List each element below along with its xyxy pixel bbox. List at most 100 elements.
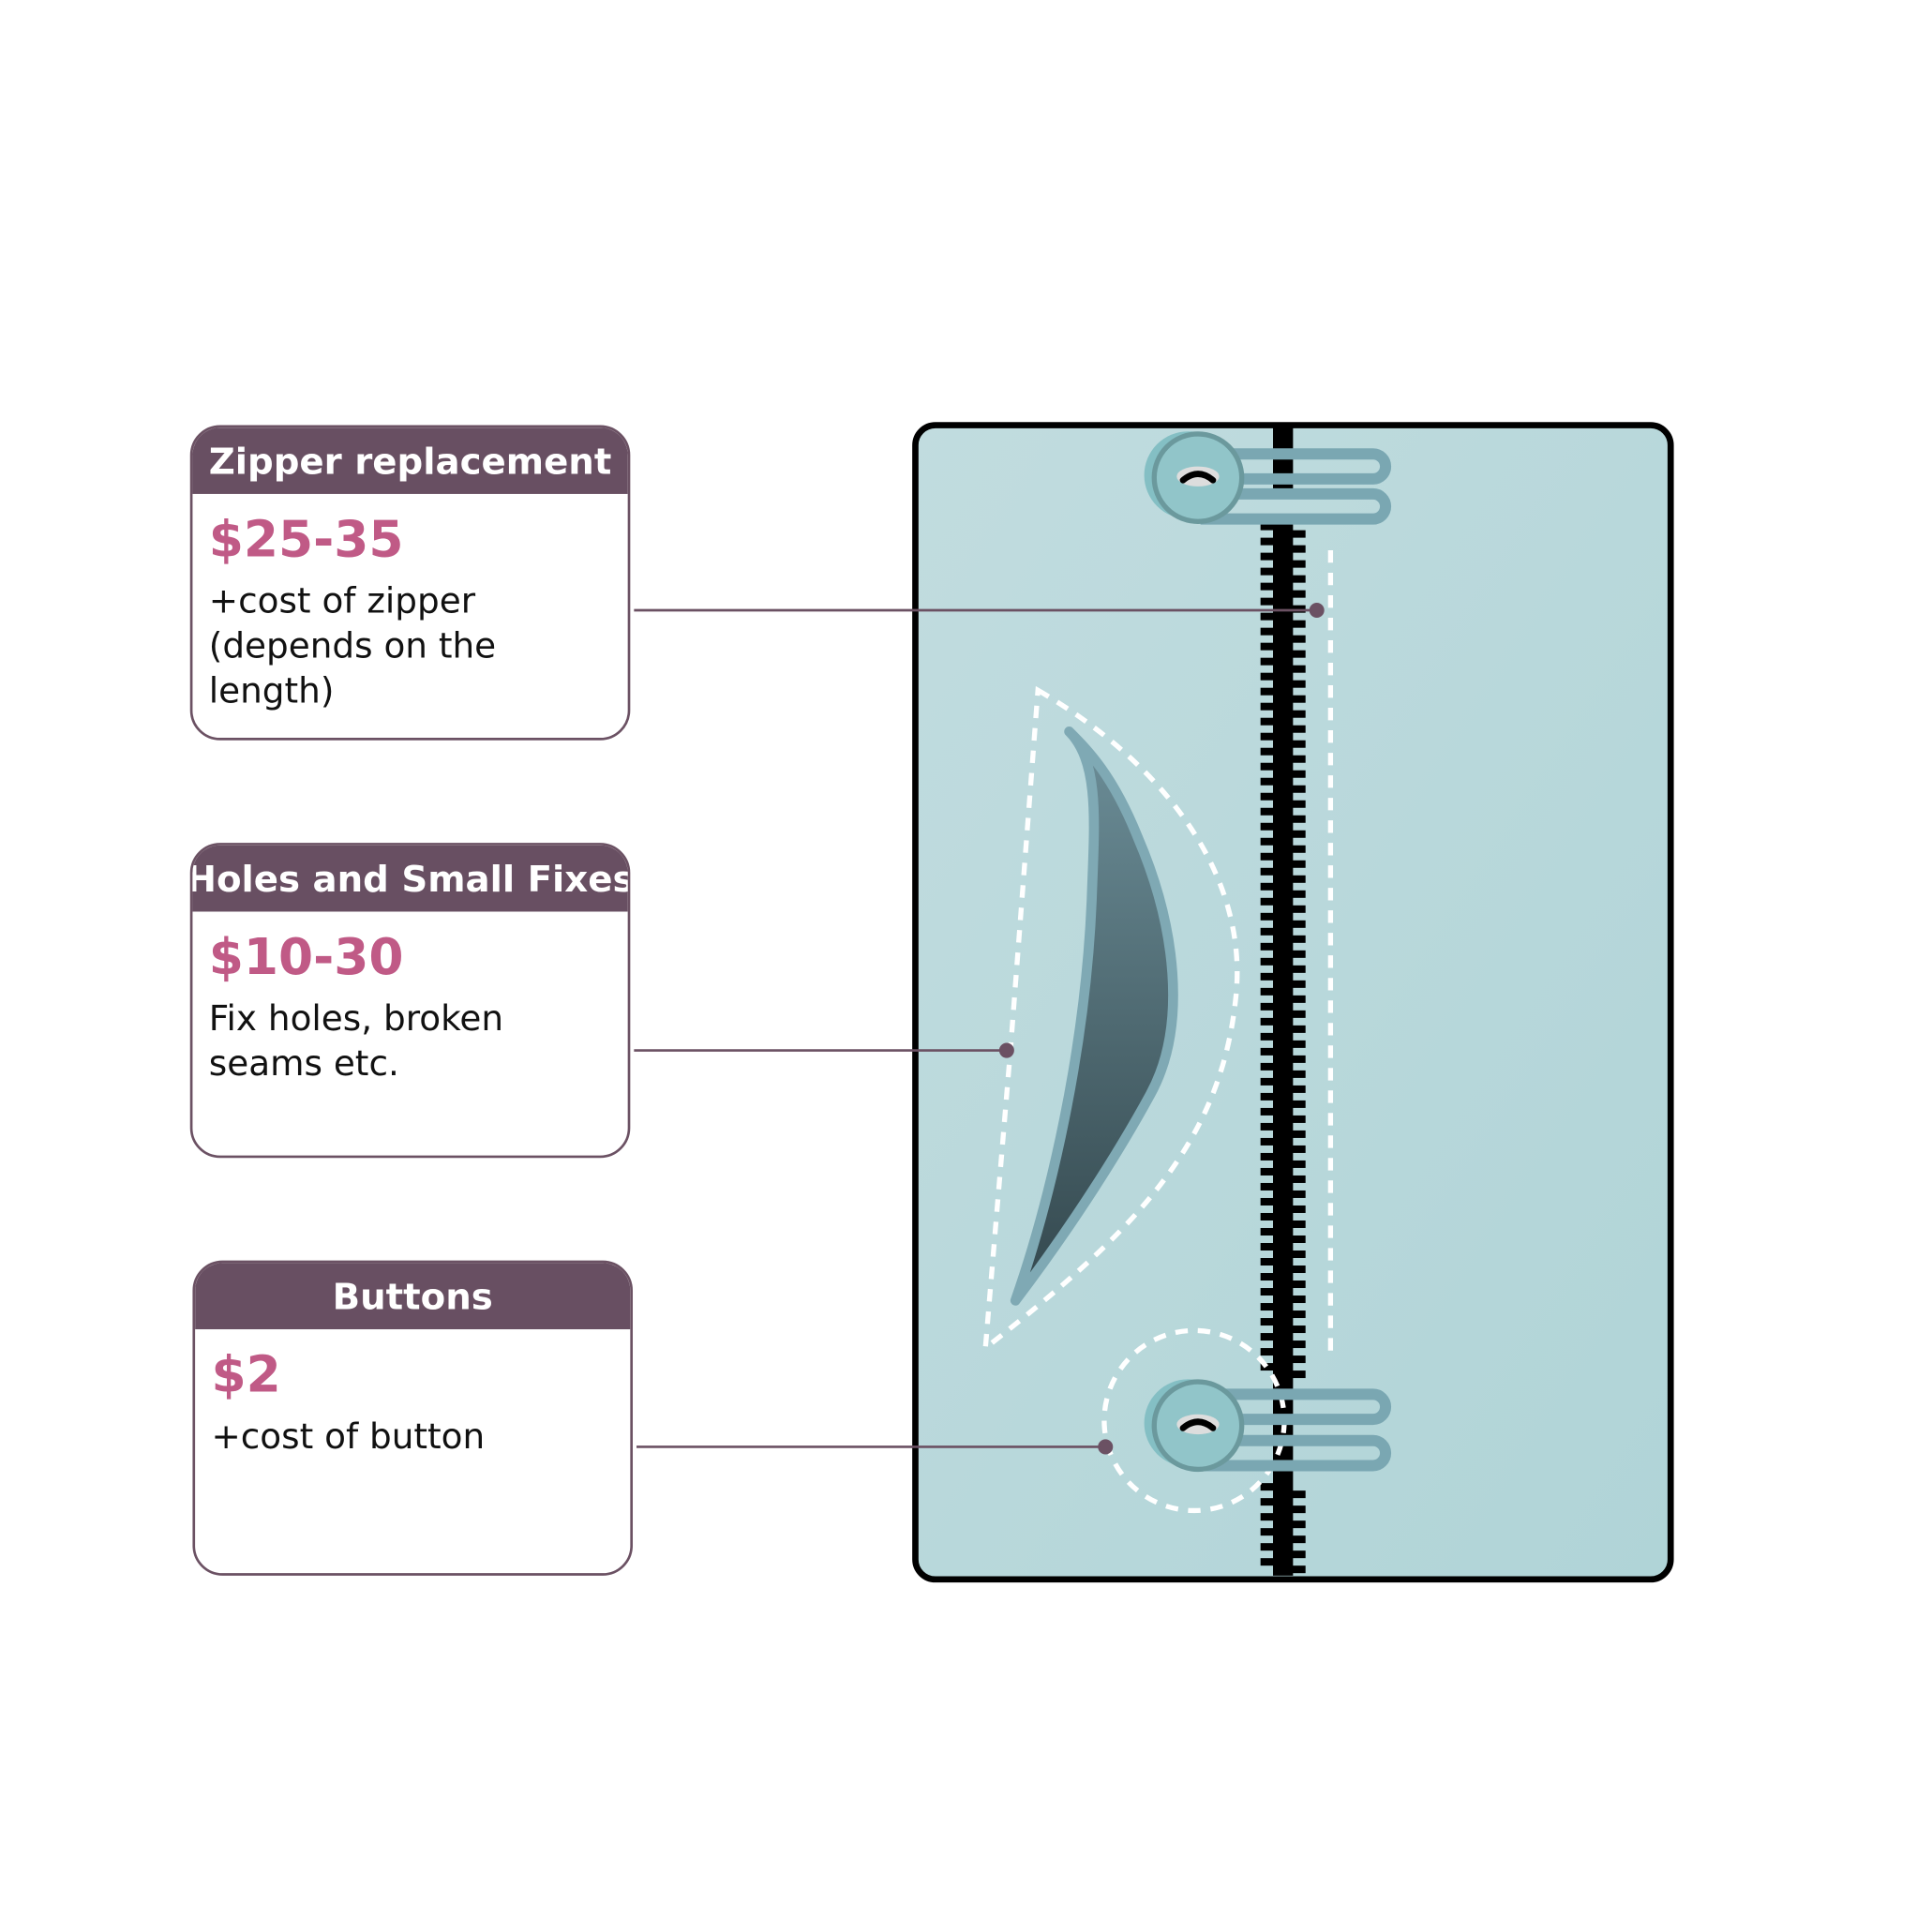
zipper-tooth <box>1260 1107 1275 1116</box>
zipper-tooth <box>1260 612 1275 621</box>
zipper-tooth <box>1260 1092 1275 1101</box>
zipper-tooth <box>1260 1137 1275 1146</box>
card-description: Fix holes, broken seams etc. <box>208 997 504 1085</box>
zipper-tooth <box>1292 1340 1306 1349</box>
zipper-tooth <box>1260 657 1275 666</box>
zipper-tooth <box>1292 1325 1306 1334</box>
zipper-tooth <box>1292 1145 1306 1153</box>
zipper-tape <box>1273 518 1294 1576</box>
zipper-tooth <box>1292 1505 1306 1514</box>
zipper-tooth <box>1260 672 1275 681</box>
zipper-tooth <box>1292 920 1306 928</box>
zipper-tooth <box>1260 1543 1275 1551</box>
zipper-tooth <box>1292 725 1306 733</box>
zipper-tooth <box>1260 762 1275 771</box>
zipper-tooth <box>1260 1032 1275 1041</box>
zipper-tooth <box>1260 1318 1275 1326</box>
zipper-tooth <box>1292 1055 1306 1063</box>
zipper-tooth <box>1292 950 1306 958</box>
zipper-tooth <box>1292 785 1306 793</box>
zipper-tooth <box>1260 1528 1275 1536</box>
card-title: Buttons <box>195 1263 631 1330</box>
zipper-tooth <box>1292 530 1306 538</box>
zipper-tooth <box>1260 897 1275 906</box>
zipper-tooth <box>1292 1040 1306 1048</box>
zipper-tooth <box>1292 800 1306 808</box>
zipper-tooth <box>1260 1258 1275 1266</box>
zipper-tooth <box>1292 575 1306 583</box>
zipper-tooth <box>1292 1281 1306 1289</box>
zipper-tooth <box>1292 635 1306 643</box>
zipper-tooth <box>1260 1513 1275 1521</box>
zipper-tooth <box>1292 1355 1306 1364</box>
zipper-tooth <box>1292 845 1306 853</box>
zipper-tooth <box>1260 837 1275 846</box>
zipper-tooth <box>1292 890 1306 898</box>
zipper-tooth <box>1292 650 1306 658</box>
zipper-tooth <box>1260 1122 1275 1131</box>
zipper-tooth <box>1292 830 1306 838</box>
zipper-tooth <box>1292 1010 1306 1018</box>
zipper-tooth <box>1260 852 1275 861</box>
zipper-tooth <box>1260 972 1275 981</box>
zipper-tooth <box>1260 987 1275 996</box>
zipper-tooth <box>1292 1115 1306 1123</box>
zipper-tooth <box>1260 1152 1275 1161</box>
zipper-tooth <box>1260 777 1275 786</box>
card-buttons: Buttons $2 +cost of button <box>192 1260 634 1576</box>
zipper-tooth <box>1260 687 1275 696</box>
zipper-tooth <box>1260 1167 1275 1176</box>
zipper-tooth <box>1292 1295 1306 1304</box>
zipper-tooth <box>1260 732 1275 741</box>
zipper-tooth <box>1292 860 1306 868</box>
zipper-tooth <box>1292 1085 1306 1093</box>
zipper-tooth <box>1260 627 1275 636</box>
card-description: +cost of zipper (depends on the length) <box>208 579 497 712</box>
zipper-tooth <box>1292 980 1306 988</box>
zipper-tooth <box>1260 927 1275 936</box>
zipper-tooth <box>1292 875 1306 883</box>
zipper-tooth <box>1292 545 1306 553</box>
zipper-tooth <box>1292 770 1306 778</box>
zipper-tooth <box>1292 815 1306 823</box>
card-zipper-replacement: Zipper replacement $25-35 +cost of zippe… <box>189 425 631 741</box>
bottom-button-icon <box>1144 1379 1392 1473</box>
zipper-tooth <box>1292 1310 1306 1319</box>
zipper-tooth <box>1260 717 1275 726</box>
zipper-tooth <box>1292 1130 1306 1138</box>
zipper-tooth <box>1292 710 1306 718</box>
zipper-tooth <box>1260 1303 1275 1311</box>
zipper-tooth <box>1260 1212 1275 1221</box>
zipper-tooth <box>1260 1197 1275 1206</box>
card-price: $10-30 <box>208 929 404 987</box>
zipper-tooth <box>1260 882 1275 891</box>
zipper-tooth <box>1260 1077 1275 1086</box>
zipper-tooth <box>1292 680 1306 688</box>
zipper-tooth <box>1260 822 1275 831</box>
zipper-tooth <box>1260 1558 1275 1566</box>
zipper-tooth <box>1260 807 1275 816</box>
zipper-tooth <box>1260 957 1275 966</box>
zipper-tooth <box>1292 1160 1306 1168</box>
hole <box>1010 726 1178 1306</box>
zipper-tooth <box>1260 1017 1275 1026</box>
zipper-tooth <box>1292 1025 1306 1033</box>
zipper-tooth <box>1260 522 1275 531</box>
card-price: $2 <box>211 1346 281 1405</box>
zipper-tooth <box>1292 605 1306 613</box>
zipper-tooth <box>1260 1047 1275 1056</box>
zipper-tooth <box>1292 620 1306 628</box>
zipper-tooth <box>1260 1288 1275 1296</box>
zipper-tooth <box>1292 1100 1306 1108</box>
zipper-tooth <box>1260 792 1275 801</box>
zipper-tooth <box>1292 1205 1306 1213</box>
zipper-tooth <box>1260 567 1275 576</box>
zipper-tooth <box>1292 1251 1306 1259</box>
card-title: Zipper replacement <box>192 427 628 494</box>
zipper-tooth <box>1292 740 1306 748</box>
zipper-tooth <box>1292 1370 1306 1379</box>
zipper-tooth <box>1292 965 1306 973</box>
zipper-tooth <box>1260 1483 1275 1491</box>
zipper-tooth <box>1292 1535 1306 1544</box>
